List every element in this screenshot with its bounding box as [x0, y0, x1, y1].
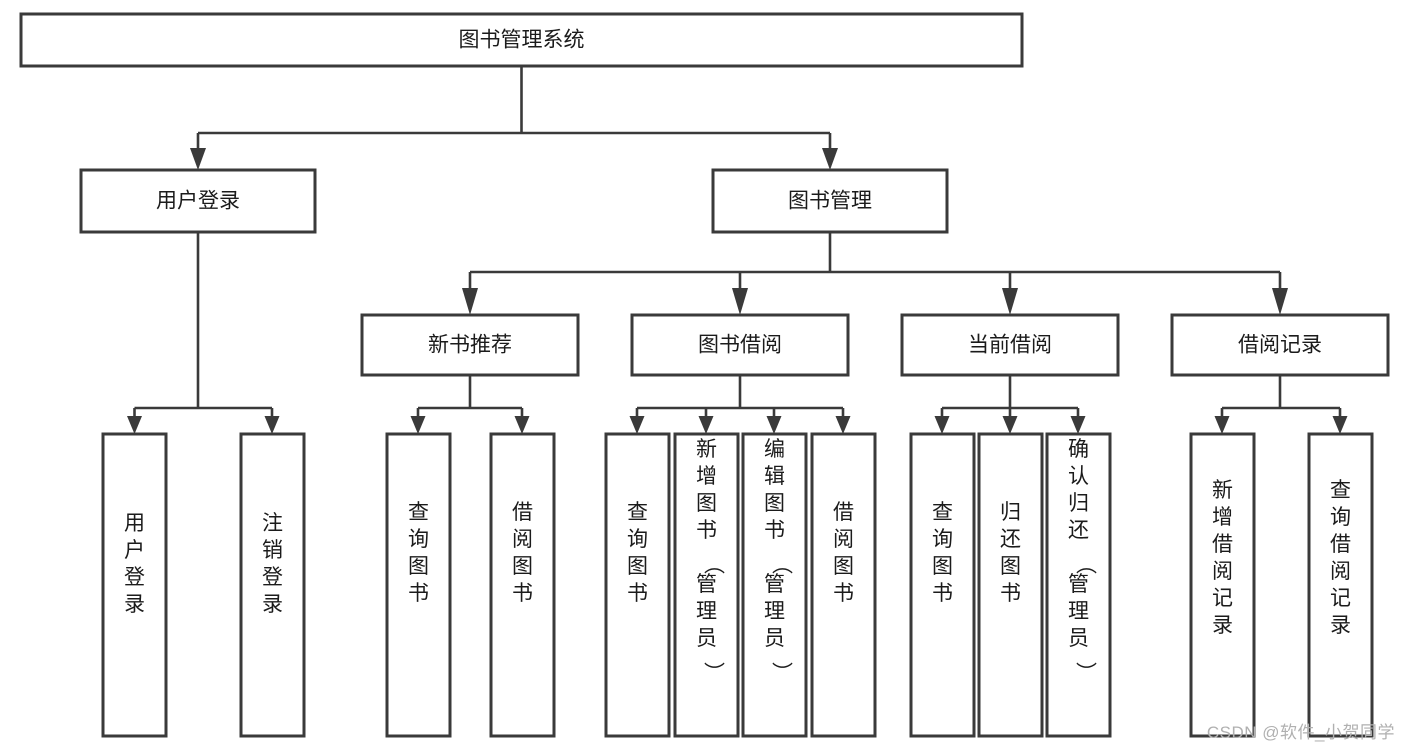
node-leaf-borrow-book-1-label: 借阅图书: [512, 501, 533, 605]
arrow-leaf-borrow-book-2: [835, 416, 851, 434]
arrow-leaf-confirm-return: [1070, 416, 1086, 434]
arrow-current-borrow: [1002, 288, 1018, 315]
node-leaf-logout-label: 注销登录: [262, 512, 283, 616]
svg-text:）: ）: [1074, 662, 1097, 683]
arrow-book-borrow: [732, 288, 748, 315]
node-leaf-query-book-1-label: 查询图书: [408, 501, 429, 605]
node-book-manage-label: 图书管理: [788, 190, 872, 213]
node-leaf-query-book-1[interactable]: 查询图书: [385, 432, 452, 738]
node-leaf-confirm-return[interactable]: 确认归还管理员 （ ）: [1045, 432, 1112, 738]
node-leaf-borrow-book-2[interactable]: 借阅图书: [810, 432, 877, 738]
node-leaf-edit-book-label: 编辑图书管理员: [764, 438, 785, 650]
node-current-borrow-label: 当前借阅: [968, 334, 1052, 357]
node-leaf-return-book-box: [977, 432, 1044, 738]
node-leaf-query-book-3-label: 查询图书: [932, 501, 953, 605]
node-leaf-borrow-book-2-box: [810, 432, 877, 738]
connector-layer: [127, 66, 1348, 434]
node-borrow-record[interactable]: 借阅记录: [1170, 313, 1390, 377]
node-leaf-borrow-book-1[interactable]: 借阅图书: [489, 432, 556, 738]
node-leaf-add-record-box: [1189, 432, 1256, 738]
node-new-book-recommend[interactable]: 新书推荐: [360, 313, 580, 377]
arrow-leaf-query-book-1: [410, 416, 426, 434]
node-book-borrow[interactable]: 图书借阅: [630, 313, 850, 377]
arrow-leaf-query-book-3: [934, 416, 950, 434]
node-leaf-query-book-1-box: [385, 432, 452, 738]
arrow-book-manage: [822, 148, 838, 170]
node-leaf-add-book-label: 新增图书管理员: [696, 438, 717, 650]
node-book-manage[interactable]: 图书管理: [711, 168, 949, 234]
watermark-text: CSDN @软件_小贺同学: [1206, 723, 1395, 742]
node-leaf-query-book-3[interactable]: 查询图书: [909, 432, 976, 738]
node-book-manage-box: [711, 168, 949, 234]
arrow-leaf-query-record: [1332, 416, 1348, 434]
node-leaf-edit-book-box: [741, 432, 808, 738]
node-root[interactable]: 图书管理系统: [19, 12, 1024, 68]
node-leaf-user-login[interactable]: 用户登录: [101, 432, 168, 738]
svg-text:（: （: [1074, 554, 1097, 575]
node-leaf-return-book[interactable]: 归还图书: [977, 432, 1044, 738]
node-borrow-record-box: [1170, 313, 1390, 377]
arrow-borrow-record: [1272, 288, 1288, 315]
node-leaf-add-book[interactable]: 新增图书管理员 （ ）: [673, 432, 740, 738]
node-book-borrow-label: 图书借阅: [698, 334, 782, 357]
node-leaf-query-book-2-label: 查询图书: [627, 501, 648, 605]
svg-text:（: （: [770, 554, 793, 575]
node-book-borrow-box: [630, 313, 850, 377]
node-root-box: [19, 12, 1024, 68]
svg-text:）: ）: [702, 662, 725, 683]
node-leaf-logout-box: [239, 432, 306, 738]
node-new-book-recommend-box: [360, 313, 580, 377]
arrow-leaf-add-book: [698, 416, 714, 434]
arrow-leaf-edit-book: [766, 416, 782, 434]
node-leaf-query-book-3-box: [909, 432, 976, 738]
node-leaf-query-record-box: [1307, 432, 1374, 738]
node-leaf-user-login-box: [101, 432, 168, 738]
node-leaf-add-book-box: [673, 432, 740, 738]
node-current-borrow[interactable]: 当前借阅: [900, 313, 1120, 377]
node-leaf-edit-book[interactable]: 编辑图书管理员 （ ）: [741, 432, 808, 738]
arrow-leaf-logout: [264, 416, 280, 434]
node-leaf-borrow-book-2-label: 借阅图书: [833, 501, 854, 605]
arrow-leaf-query-book-2: [629, 416, 645, 434]
leaf-node-group: 用户登录 注销登录 查询图书 借阅图书 查询图书 新增图书管理员 （ ） 编辑图书…: [101, 432, 1374, 738]
arrow-leaf-return-book: [1002, 416, 1018, 434]
node-leaf-confirm-return-box: [1045, 432, 1112, 738]
node-leaf-user-login-label: 用户登录: [124, 512, 145, 616]
svg-text:（: （: [702, 554, 725, 575]
node-new-book-recommend-label: 新书推荐: [428, 334, 512, 357]
node-leaf-return-book-label: 归还图书: [1000, 501, 1021, 605]
node-leaf-add-record[interactable]: 新增借阅记录: [1189, 432, 1256, 738]
node-leaf-confirm-return-label: 确认归还管理员: [1068, 438, 1089, 650]
node-borrow-record-label: 借阅记录: [1238, 334, 1322, 357]
node-leaf-add-record-label: 新增借阅记录: [1212, 479, 1233, 637]
node-leaf-borrow-book-1-box: [489, 432, 556, 738]
node-leaf-query-book-2[interactable]: 查询图书: [604, 432, 671, 738]
arrow-user-login: [190, 148, 206, 170]
node-user-login[interactable]: 用户登录: [79, 168, 317, 234]
node-root-label: 图书管理系统: [459, 29, 585, 52]
node-current-borrow-box: [900, 313, 1120, 377]
node-leaf-query-record[interactable]: 查询借阅记录: [1307, 432, 1374, 738]
node-user-login-box: [79, 168, 317, 234]
node-leaf-query-record-label: 查询借阅记录: [1330, 479, 1351, 637]
svg-text:）: ）: [770, 662, 793, 683]
arrow-leaf-borrow-book-1: [514, 416, 530, 434]
arrow-leaf-add-record: [1214, 416, 1230, 434]
arrow-new-book-recommend: [462, 288, 478, 315]
node-leaf-query-book-2-box: [604, 432, 671, 738]
node-user-login-label: 用户登录: [156, 190, 240, 213]
node-leaf-logout[interactable]: 注销登录: [239, 432, 306, 738]
arrow-leaf-user-login: [127, 416, 142, 434]
